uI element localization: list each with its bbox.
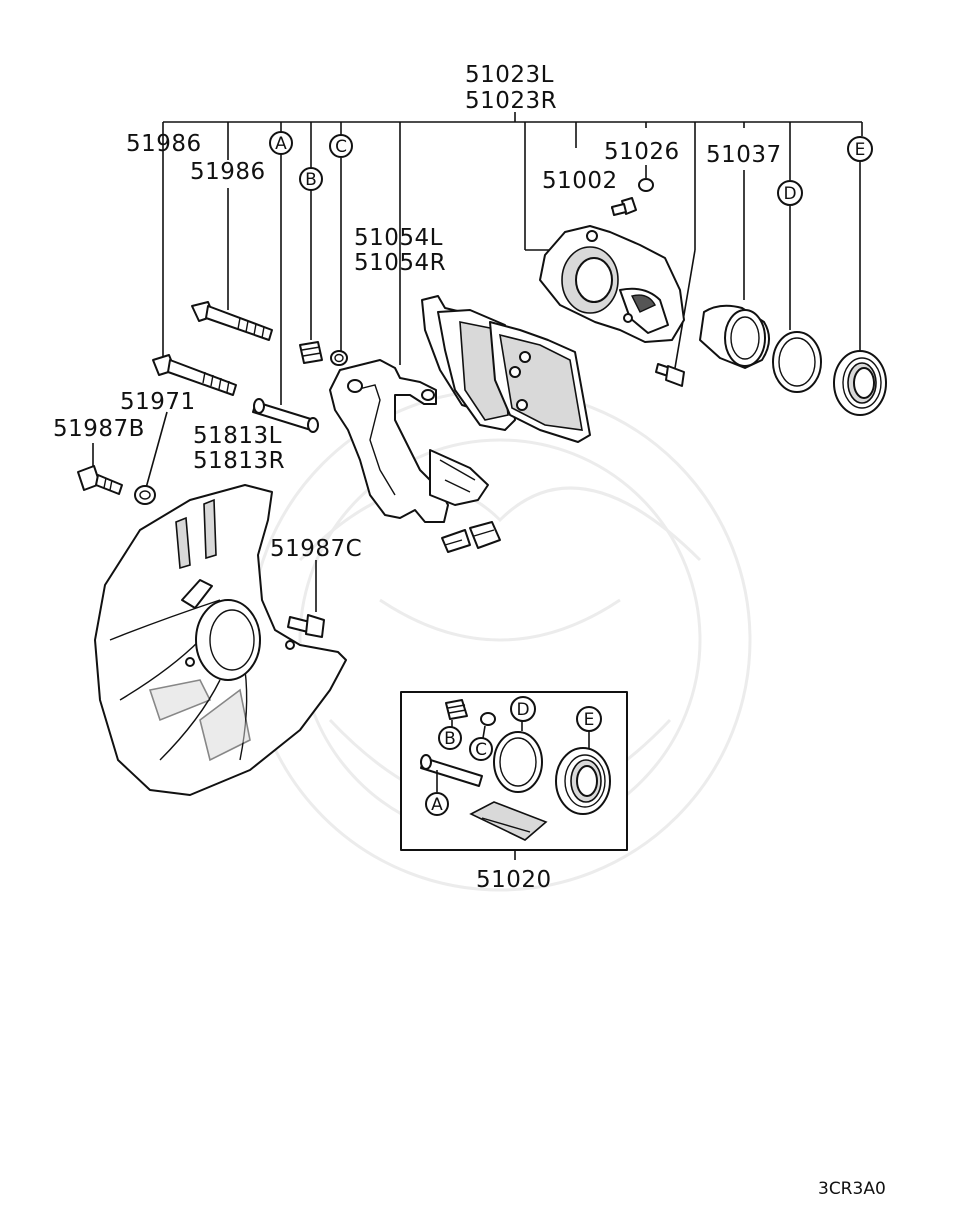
label-51054r: 51054R xyxy=(354,250,446,276)
part-labels: 51023L 51023R 51986 51986 51026 51002 51… xyxy=(53,62,782,893)
label-51986-outer: 51986 xyxy=(126,131,202,157)
caliper-bolt xyxy=(655,363,685,387)
label-51037: 51037 xyxy=(706,142,782,168)
svg-text:C: C xyxy=(335,137,347,157)
callout-c: C xyxy=(329,134,353,158)
dust-boot-e xyxy=(833,350,887,416)
pad-clips xyxy=(441,521,501,553)
svg-text:E: E xyxy=(855,140,866,160)
label-51986-inner: 51986 xyxy=(190,159,266,185)
label-51026: 51026 xyxy=(604,139,680,165)
callout-b: B xyxy=(299,167,323,191)
boot-b xyxy=(299,341,323,364)
piston xyxy=(699,304,770,369)
kit-callout-a: A xyxy=(431,795,443,815)
svg-text:A: A xyxy=(275,134,287,154)
leader-lines xyxy=(92,112,863,860)
callout-e: E xyxy=(847,136,873,162)
label-51813r: 51813R xyxy=(193,448,285,474)
guide-pin-bolt-upper xyxy=(191,301,273,341)
label-51987b: 51987B xyxy=(53,416,145,442)
label-51023r: 51023R xyxy=(465,88,557,114)
callout-d: D xyxy=(777,180,803,206)
kit-callout-e: E xyxy=(584,710,595,730)
disc-dust-cover xyxy=(94,484,347,796)
kit-callout-d: D xyxy=(516,700,529,720)
label-51020: 51020 xyxy=(476,867,552,893)
piston-seal-d xyxy=(772,331,822,393)
label-51054l: 51054L xyxy=(354,225,443,251)
kit-callout-c: C xyxy=(475,740,487,760)
washer-51971 xyxy=(134,485,156,505)
bleeder-screw xyxy=(611,197,637,216)
label-51813l: 51813L xyxy=(193,423,282,449)
guide-pin-a xyxy=(252,398,319,433)
callout-a: A xyxy=(269,131,293,155)
brake-pad-inner xyxy=(489,321,591,443)
diagram-code: 3CR3A0 xyxy=(818,1179,886,1199)
svg-text:B: B xyxy=(305,170,317,190)
label-51023l: 51023L xyxy=(465,62,554,88)
guide-pin-bolt-lower xyxy=(152,354,237,396)
caliper-support-bracket xyxy=(329,359,489,523)
label-51971: 51971 xyxy=(120,389,196,415)
bushing-c xyxy=(330,350,348,366)
kit-callout-b: B xyxy=(444,729,456,749)
svg-text:D: D xyxy=(783,184,796,204)
seal-kit-box: B C A D E xyxy=(400,691,628,851)
caliper-cylinder-body xyxy=(539,225,685,343)
label-51987c: 51987C xyxy=(270,536,362,562)
bolt-51987c xyxy=(287,614,325,638)
label-51002: 51002 xyxy=(542,168,618,194)
bleeder-cap xyxy=(638,178,654,192)
bolt-51987b xyxy=(77,465,123,495)
